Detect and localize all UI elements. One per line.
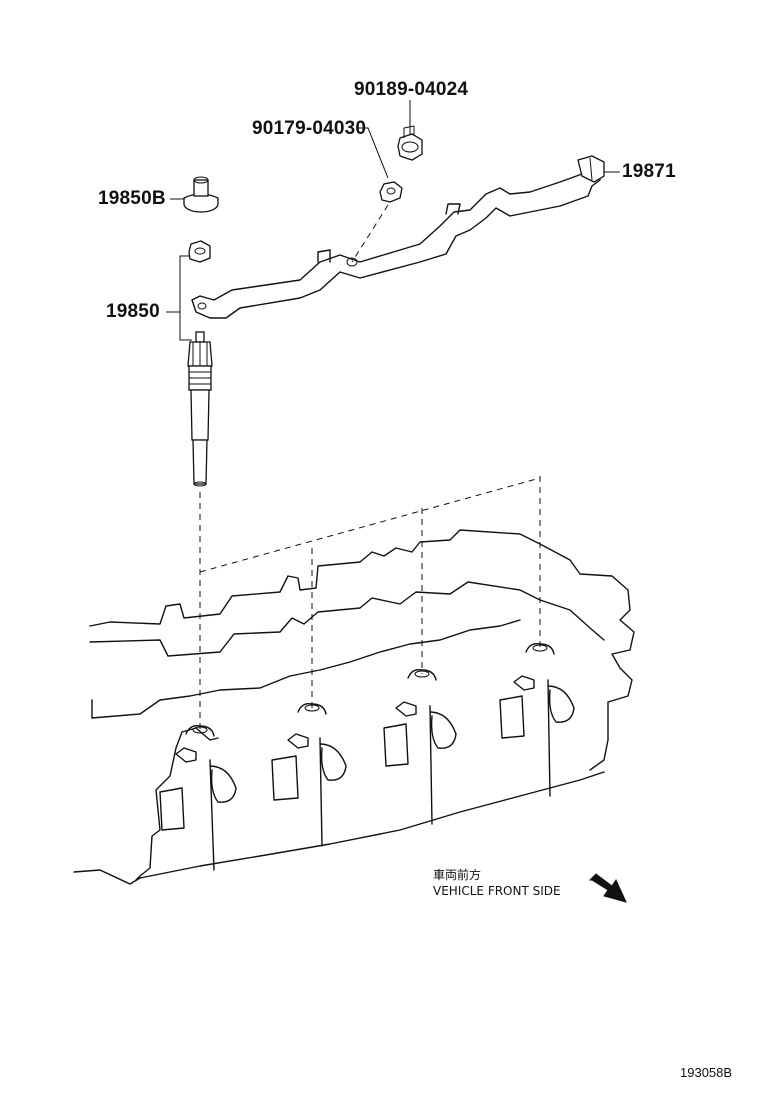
- figure-id: 193058B: [680, 1065, 733, 1080]
- port-4: [499, 642, 575, 797]
- direction-english: VEHICLE FRONT SIDE: [433, 884, 561, 898]
- port-1: [159, 724, 237, 871]
- label-19871: 19871: [622, 161, 676, 182]
- vehicle-front-arrow-icon: [588, 873, 627, 903]
- label-19850: 19850: [106, 301, 160, 322]
- port-3: [383, 668, 457, 825]
- nut-90189: [397, 125, 423, 161]
- label-90189-04024: 90189-04024: [354, 79, 469, 100]
- port-2: [271, 702, 347, 847]
- label-19850b: 19850B: [98, 188, 166, 209]
- nut-19850b: [183, 176, 219, 213]
- reference-dashed-lines: [199, 476, 541, 708]
- glow-plug-19850: [187, 240, 213, 730]
- direction-japanese: 車両前方: [433, 868, 482, 882]
- bus-bar-19871: [191, 155, 605, 319]
- nut-90179: [379, 181, 403, 203]
- cylinder-head: [73, 529, 635, 885]
- callout-leaders: [166, 100, 620, 341]
- label-90179-04030: 90179-04030: [252, 118, 367, 139]
